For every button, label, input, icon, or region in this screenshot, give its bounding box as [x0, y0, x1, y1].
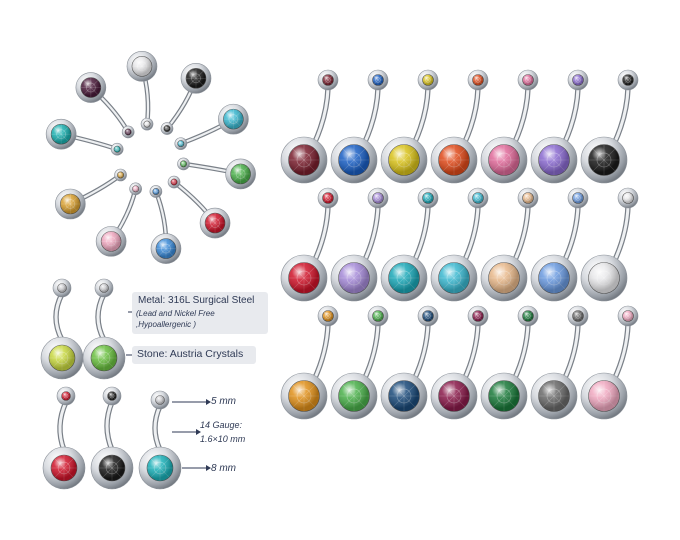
belly-ring — [480, 305, 539, 420]
belly-ring — [430, 305, 489, 420]
metal-note-1: (Lead and Nickel Free — [136, 309, 215, 318]
belly-ring — [430, 187, 489, 302]
belly-ring — [480, 187, 539, 302]
wheel-piercing — [55, 168, 127, 220]
spec-piercing — [90, 386, 134, 490]
spec-piercing — [40, 278, 84, 380]
wheel-piercing — [174, 103, 249, 150]
top-ball-arrowhead — [206, 399, 211, 405]
belly-ring — [530, 305, 589, 420]
gauge-size: 1.6×10 mm — [200, 434, 246, 444]
metal-note-2: ,Hypoallergenic ) — [136, 320, 197, 329]
wheel-piercing — [45, 118, 124, 156]
belly-ring — [530, 187, 589, 302]
jewelry-grid — [280, 69, 639, 420]
belly-ring — [330, 305, 389, 420]
bottom-ball-size: 8 mm — [211, 463, 236, 474]
top-ball-size: 5 mm — [211, 396, 236, 407]
belly-ring — [580, 187, 639, 302]
stone-label-box — [132, 346, 256, 364]
bottom-ball-arrowhead — [206, 465, 211, 471]
spec-piercing — [42, 386, 86, 490]
wheel-piercing — [75, 72, 135, 139]
belly-ring — [530, 69, 589, 184]
belly-ring — [380, 69, 439, 184]
belly-ring — [330, 69, 389, 184]
gauge-label: 14 Gauge: — [200, 420, 243, 430]
belly-ring — [380, 305, 439, 420]
belly-ring — [280, 69, 339, 184]
belly-ring — [580, 69, 639, 184]
metal-label-box — [132, 292, 268, 334]
spec-piercing — [138, 390, 182, 490]
stone-label: Stone: Austria Crystals — [137, 348, 244, 360]
wheel-piercing — [126, 51, 158, 131]
wheel-piercing — [160, 63, 212, 135]
belly-ring — [280, 187, 339, 302]
belly-ring — [280, 305, 339, 420]
wheel-piercing — [95, 182, 142, 257]
spec-piercing — [82, 278, 126, 380]
jewelry-wheel — [45, 51, 256, 264]
belly-ring — [430, 69, 489, 184]
belly-ring — [330, 187, 389, 302]
metal-label: Metal: 316L Surgical Steel — [138, 295, 255, 306]
belly-ring — [480, 69, 539, 184]
wheel-piercing — [167, 175, 231, 239]
wheel-piercing — [149, 185, 182, 264]
belly-ring — [380, 187, 439, 302]
gauge-arrowhead — [196, 429, 201, 435]
belly-ring — [580, 305, 639, 420]
wheel-piercing — [177, 157, 256, 190]
spec-diagram — [40, 278, 211, 490]
